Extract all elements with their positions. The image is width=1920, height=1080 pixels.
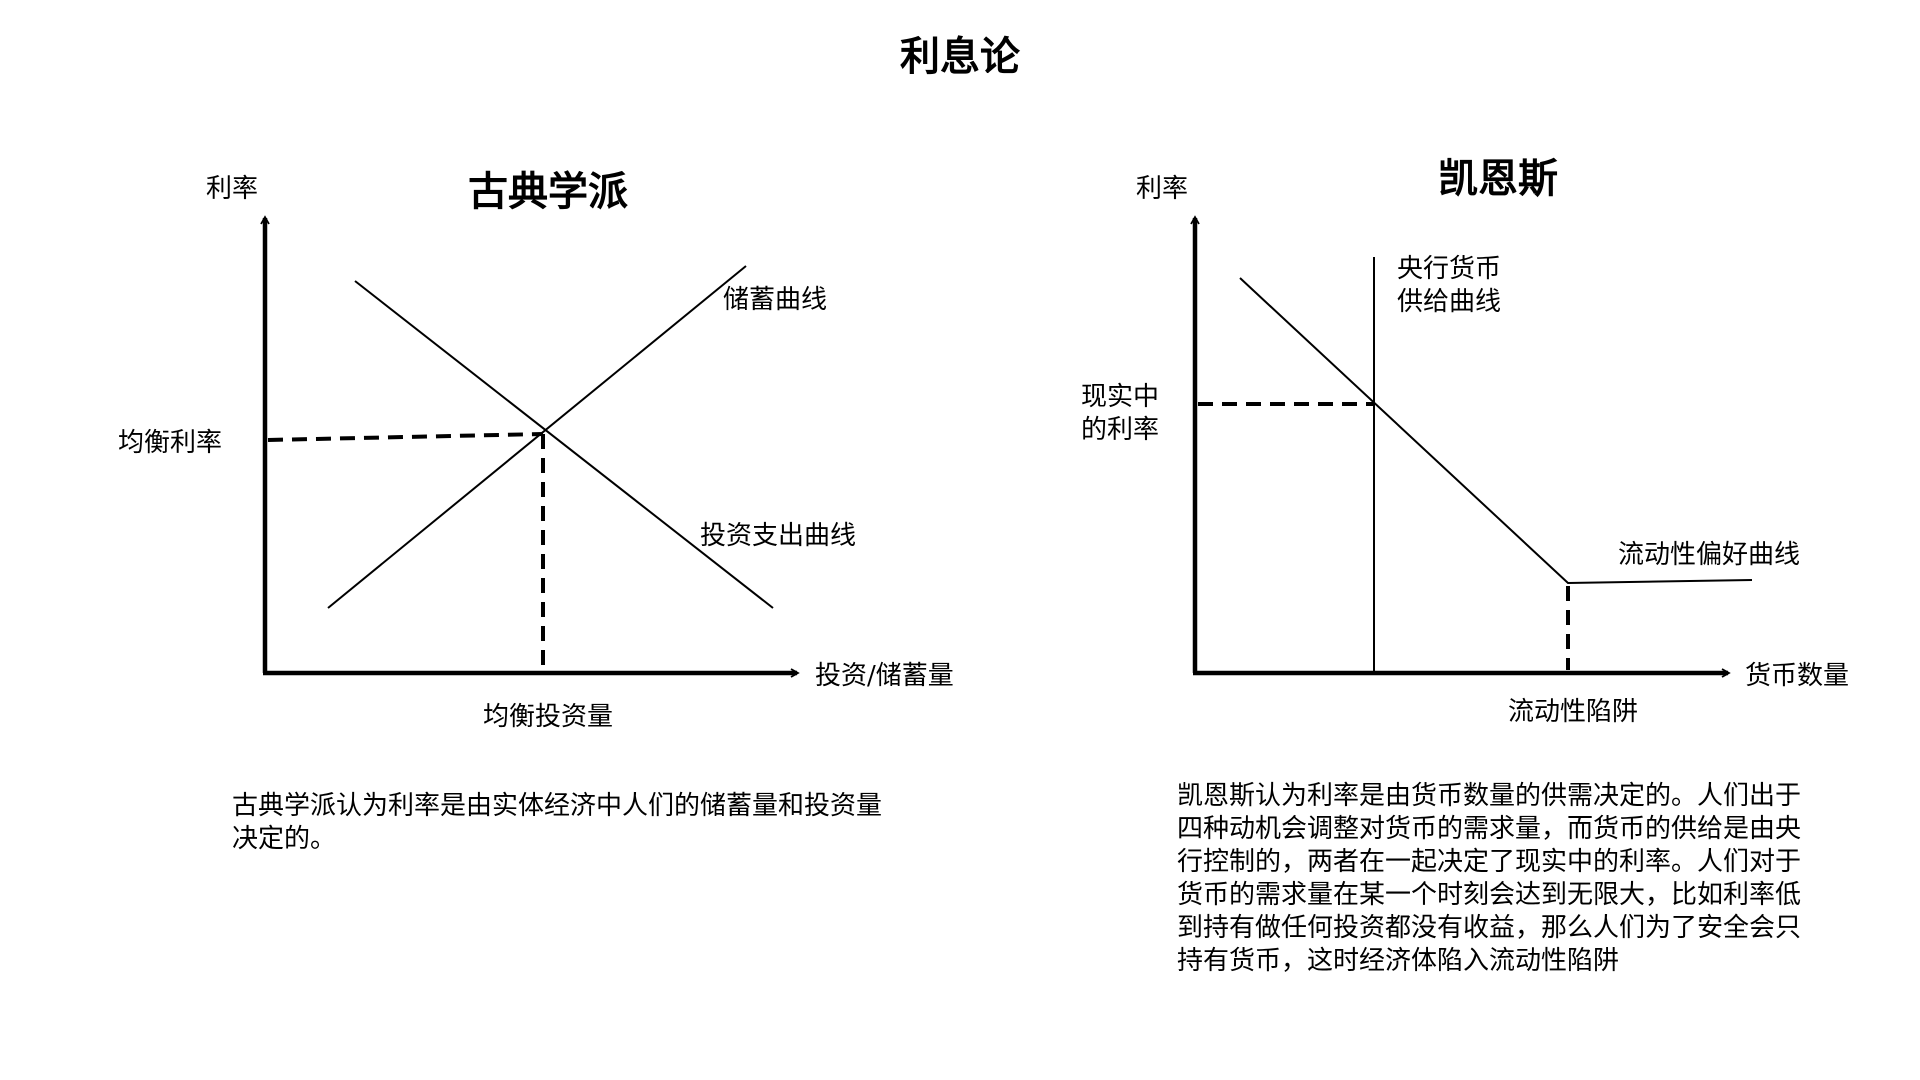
liquidity-trap-label: 流动性陷阱 <box>1508 697 1638 727</box>
savings-curve-label: 储蓄曲线 <box>723 285 827 315</box>
classical-y-axis-label: 利率 <box>206 174 258 204</box>
keynes-y-axis-label: 利率 <box>1136 174 1188 204</box>
liquidity-preference-curve <box>1239 277 1753 585</box>
savings-curve <box>327 265 747 609</box>
classical-panel: 古典学派 利率 投资/储蓄量 均衡利率 均衡投资量 储蓄曲线 投资支出曲线 <box>118 168 954 732</box>
keynes-panel: 凯恩斯 利率 货币数量 央行货币 供给曲线 现实中 的利率 流动性偏好曲线 流动… <box>1081 155 1849 727</box>
real-rate-label-line1: 现实中 <box>1081 382 1159 412</box>
classical-x-axis-label: 投资/储蓄量 <box>815 661 954 691</box>
money-supply-label-line2: 供给曲线 <box>1397 287 1501 317</box>
equilibrium-quantity-label: 均衡投资量 <box>483 702 613 732</box>
equilibrium-rate-label: 均衡利率 <box>118 428 222 458</box>
keynes-x-axis-label: 货币数量 <box>1745 661 1849 691</box>
real-rate-label-line2: 的利率 <box>1081 415 1159 445</box>
investment-curve <box>354 280 774 609</box>
classical-description: 古典学派认为利率是由实体经济中人们的储蓄量和投资量决定的。 <box>232 791 883 854</box>
money-supply-label-line1: 央行货币 <box>1397 254 1501 284</box>
keynes-description: 凯恩斯认为利率是由货币数量的供需决定的。人们出于四种动机会调整对货币的需求量，而… <box>1177 781 1802 976</box>
investment-curve-label: 投资支出曲线 <box>700 521 856 551</box>
classical-title: 古典学派 <box>468 168 628 215</box>
liquidity-preference-label: 流动性偏好曲线 <box>1618 540 1800 570</box>
keynes-title: 凯恩斯 <box>1438 155 1558 202</box>
page-title: 利息论 <box>900 33 1021 80</box>
equilibrium-rate-dashed-line <box>267 432 544 442</box>
